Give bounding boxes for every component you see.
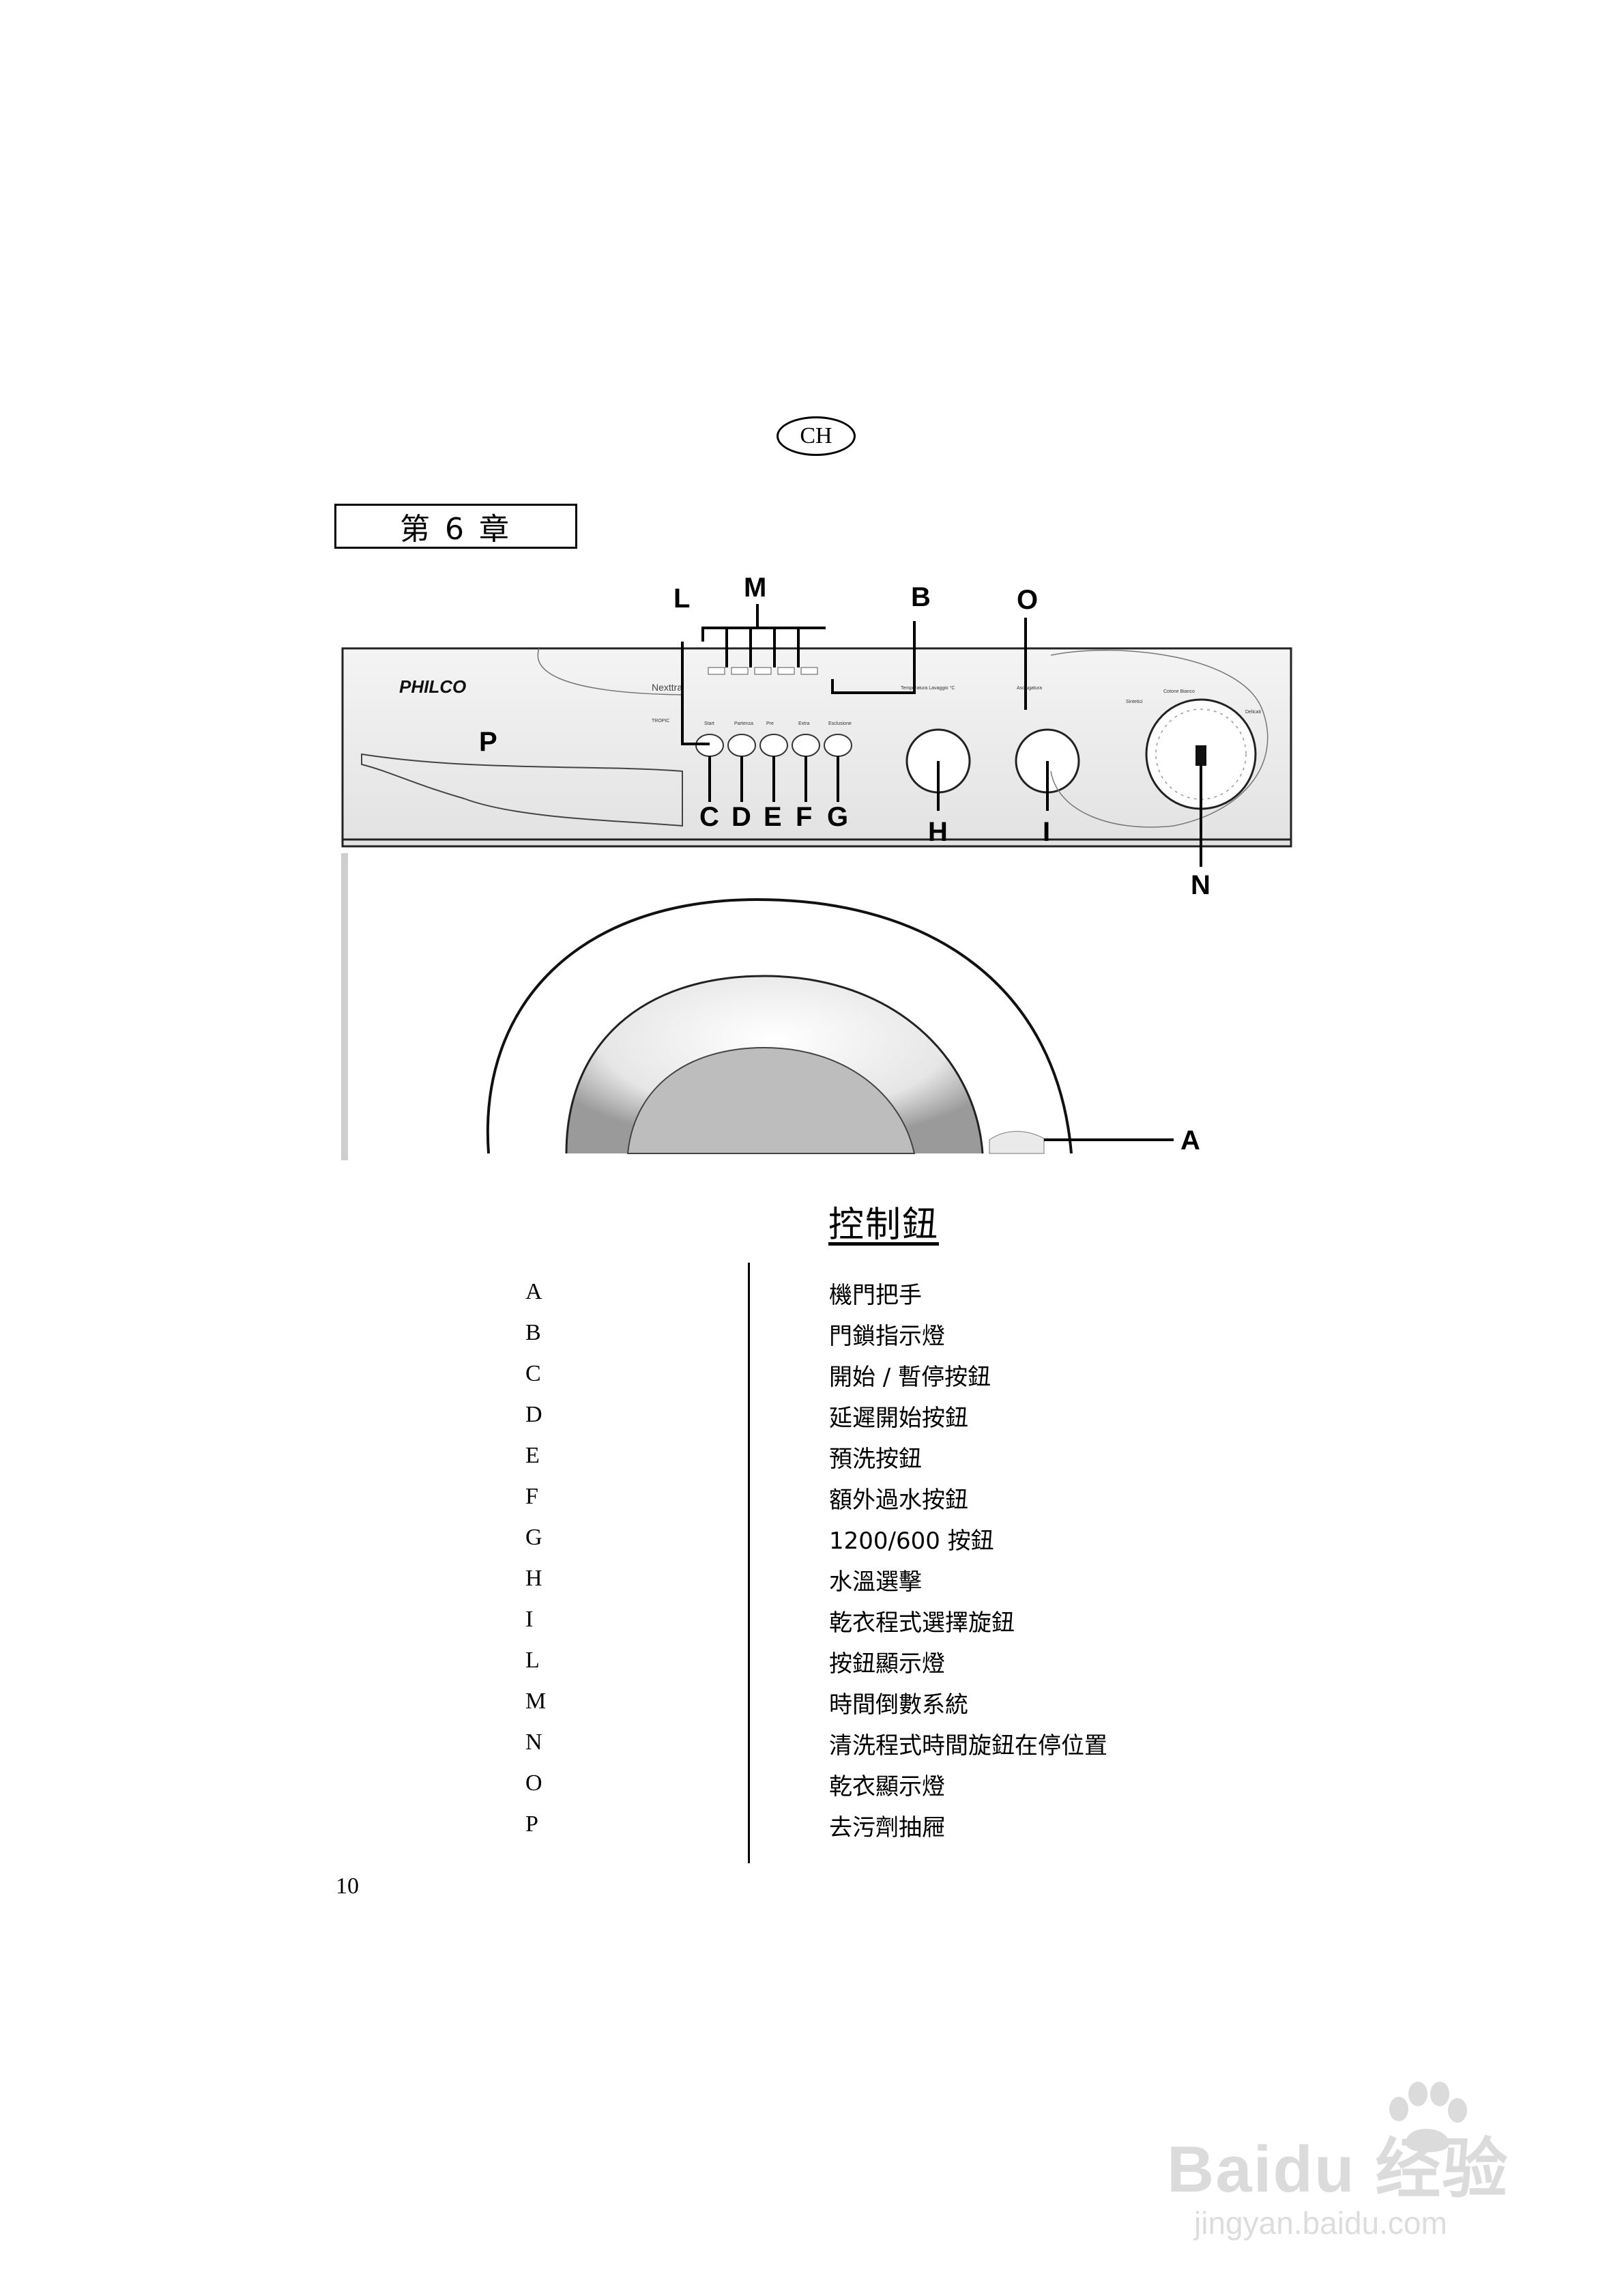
svg-text:Esclusione: Esclusione — [828, 721, 852, 726]
svg-text:Pre: Pre — [766, 721, 774, 726]
legend-row: N 清洗程式時間旋鈕在停位置 — [478, 1727, 1228, 1761]
legend-key: B — [525, 1320, 541, 1345]
legend-row: G 1200/600 按鈕 — [478, 1522, 1228, 1556]
brand-logo: PHILCO — [399, 676, 466, 697]
watermark-brand: Baidu 经验 — [1167, 2133, 1509, 2206]
legend-row: P 去污劑抽屜 — [478, 1809, 1228, 1843]
callout-A: A — [1180, 1125, 1200, 1156]
legend-row: C 開始 / 暫停按鈕 — [478, 1358, 1228, 1392]
legend-key: L — [525, 1648, 540, 1673]
legend-key: I — [525, 1607, 534, 1632]
legend-row: D 延遲開始按鈕 — [478, 1399, 1228, 1433]
legend-key: E — [525, 1443, 540, 1468]
legend-key: O — [525, 1770, 542, 1796]
baidu-watermark: Baidu 经验 jingyan.baidu.com — [1153, 2075, 1535, 2252]
legend-key: M — [525, 1689, 547, 1714]
callout-C: C — [699, 802, 719, 832]
watermark-url: jingyan.baidu.com — [1194, 2205, 1447, 2241]
legend-desc: 延遲開始按鈕 — [829, 1405, 968, 1432]
detergent-drawer — [361, 753, 683, 827]
callout-P: P — [479, 727, 497, 757]
svg-text:Cotone Bianco: Cotone Bianco — [1163, 689, 1195, 694]
legend-row: H 水溫選擊 — [478, 1563, 1228, 1597]
legend-row: O 乾衣顯示燈 — [478, 1768, 1228, 1802]
callout-L: L — [673, 584, 690, 614]
page-number: 10 — [336, 1874, 359, 1899]
legend-desc: 水溫選擊 — [829, 1568, 922, 1596]
door-handle — [989, 1131, 1045, 1154]
legend-desc: 額外過水按鈕 — [829, 1487, 968, 1514]
legend-desc: 1200/600 按鈕 — [829, 1527, 994, 1555]
legend-desc: 時間倒數系統 — [829, 1691, 968, 1719]
callout-F: F — [796, 802, 812, 832]
callout-O: O — [1017, 585, 1038, 615]
delay-start-button — [727, 734, 756, 757]
legend-row: E 預洗按鈕 — [478, 1440, 1228, 1474]
controls-legend: A 機門把手 B 門鎖指示燈 C 開始 / 暫停按鈕 D 延遲開始按鈕 E 預洗… — [478, 1263, 1228, 1863]
legend-row: I 乾衣程式選擇旋鈕 — [478, 1604, 1228, 1638]
svg-text:Start: Start — [704, 721, 714, 726]
svg-text:Extra: Extra — [798, 721, 809, 726]
legend-key: F — [525, 1484, 538, 1509]
legend-row: L 按鈕顯示燈 — [478, 1645, 1228, 1679]
section-title: 控制鈕 — [828, 1205, 940, 1246]
callout-D: D — [731, 802, 751, 832]
legend-desc: 乾衣顯示燈 — [829, 1773, 945, 1800]
callout-I: I — [1043, 817, 1050, 847]
legend-key: N — [525, 1730, 542, 1755]
legend-row: M 時間倒數系統 — [478, 1686, 1228, 1720]
legend-desc: 按鈕顯示燈 — [829, 1650, 945, 1678]
legend-row: A 機門把手 — [478, 1276, 1228, 1310]
svg-text:Asciugatura: Asciugatura — [1017, 686, 1042, 691]
legend-key: C — [525, 1361, 541, 1386]
legend-key: A — [525, 1279, 542, 1304]
svg-text:Sintetici: Sintetici — [1126, 700, 1143, 704]
legend-key: H — [525, 1566, 542, 1591]
callout-N: N — [1191, 870, 1210, 900]
language-badge: CH — [777, 416, 856, 456]
svg-text:Partenza: Partenza — [734, 721, 753, 726]
extra-rinse-button — [792, 734, 820, 757]
legend-desc: 乾衣程式選擇旋鈕 — [829, 1609, 1015, 1637]
chapter-heading: 第 6 章 — [334, 504, 577, 549]
prewash-button — [759, 734, 788, 757]
callout-E: E — [764, 802, 782, 832]
push-buttons — [695, 734, 852, 757]
legend-row: B 門鎖指示燈 — [478, 1317, 1228, 1351]
control-panel-diagram: PHILCO Nexttra TROPIC Start Partenza Pre… — [334, 566, 1303, 1160]
legend-desc: 開始 / 暫停按鈕 — [829, 1364, 991, 1391]
legend-key: G — [525, 1525, 542, 1550]
legend-desc: 門鎖指示燈 — [829, 1323, 945, 1350]
callout-H: H — [928, 817, 948, 847]
machine-side-edge — [341, 853, 348, 1160]
legend-row: F 額外過水按鈕 — [478, 1481, 1228, 1515]
spin-1200-600-button — [824, 734, 852, 757]
legend-desc: 去污劑抽屜 — [829, 1814, 945, 1841]
svg-text:Temperatura Lavaggio °C: Temperatura Lavaggio °C — [901, 685, 955, 691]
paw-icon — [1389, 2082, 1467, 2153]
legend-key: P — [525, 1811, 538, 1837]
legend-key: D — [525, 1402, 542, 1427]
callout-leaders — [681, 604, 1202, 1141]
legend-desc: 機門把手 — [829, 1282, 922, 1309]
legend-desc: 清洗程式時間旋鈕在停位置 — [829, 1732, 1107, 1760]
svg-text:TROPIC: TROPIC — [652, 719, 669, 723]
callout-B: B — [911, 582, 931, 612]
svg-text:Delicati: Delicati — [1245, 710, 1261, 715]
door-rim — [486, 898, 1073, 1154]
legend-desc: 預洗按鈕 — [829, 1446, 922, 1473]
time-countdown-lights — [708, 667, 818, 675]
model-logo: Nexttra — [652, 682, 682, 693]
legend-divider — [748, 1263, 750, 1863]
callout-M: M — [744, 573, 766, 603]
callout-G: G — [827, 802, 848, 832]
